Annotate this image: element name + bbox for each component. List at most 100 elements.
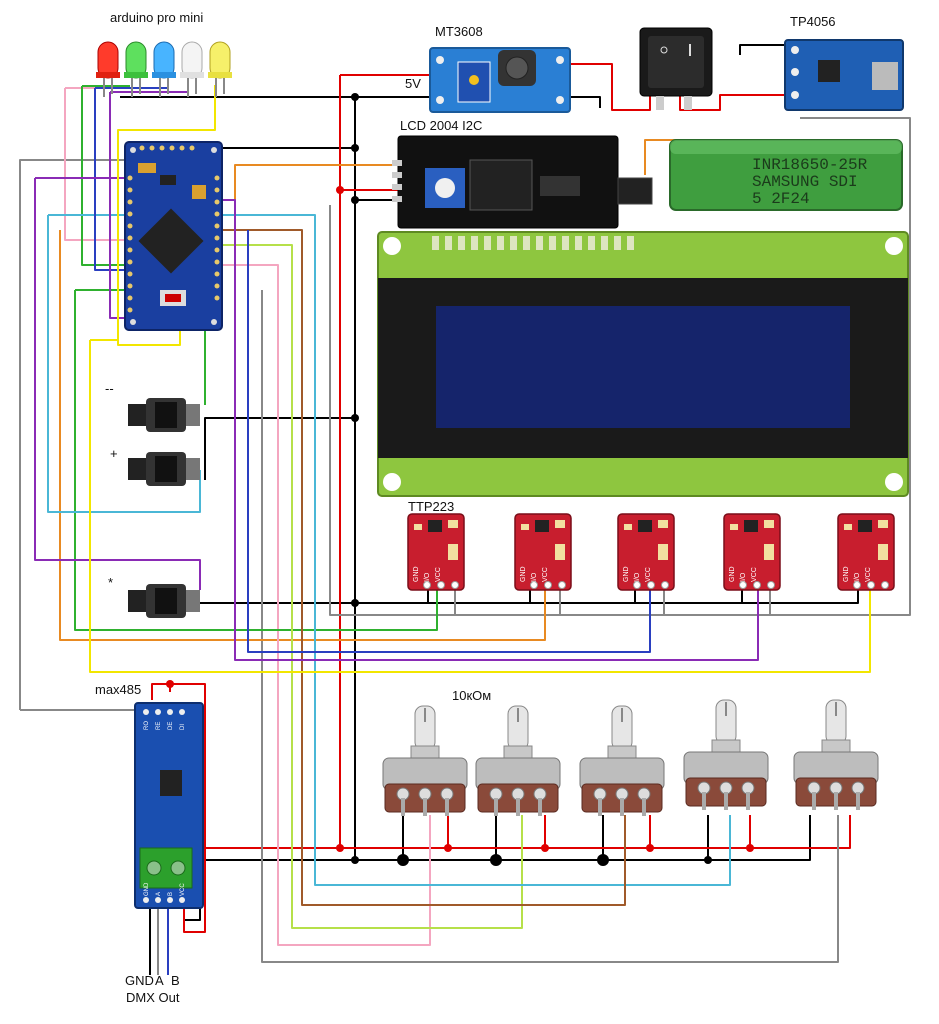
power-switch bbox=[639, 27, 713, 110]
junction-dot bbox=[351, 144, 359, 152]
lcd-header-pin bbox=[601, 236, 608, 250]
junction-dot bbox=[336, 186, 344, 194]
ttp223-pin-label: VCC bbox=[645, 567, 652, 582]
junction-dot bbox=[490, 854, 502, 866]
ttp223-pin-label: VCC bbox=[542, 567, 549, 582]
lcd-header-pin bbox=[523, 236, 530, 250]
wire-black bbox=[355, 815, 811, 861]
max485-pin-label: GND bbox=[144, 882, 150, 896]
potentiometer bbox=[683, 699, 769, 810]
wire-brown bbox=[222, 229, 626, 906]
button-plus-label: + bbox=[110, 446, 118, 461]
battery-18650: INR18650-25R SAMSUNG SDI 5 2F24 bbox=[669, 139, 903, 211]
junction-dot bbox=[444, 844, 452, 852]
wire-green bbox=[74, 290, 438, 631]
ttp223-pin bbox=[867, 581, 875, 589]
button-minus-label: -- bbox=[105, 381, 114, 396]
led-green bbox=[124, 41, 148, 97]
potentiometer bbox=[579, 705, 665, 816]
pot-value-label: 10кОм bbox=[452, 688, 491, 703]
tp4056-module bbox=[784, 39, 904, 111]
ttp223-pin bbox=[544, 581, 552, 589]
wire-purple bbox=[222, 199, 759, 661]
lcd-header-pin bbox=[445, 236, 452, 250]
wire-blue bbox=[94, 88, 125, 271]
button-plus bbox=[128, 452, 200, 486]
tp4056-label: TP4056 bbox=[790, 14, 836, 29]
max485-pin-label: VCC bbox=[180, 883, 186, 896]
potentiometer-group bbox=[382, 699, 879, 816]
wire-cyan bbox=[47, 215, 201, 513]
ttp223-pin bbox=[647, 581, 655, 589]
max485-pin-label: RE bbox=[156, 722, 162, 730]
lcd-header-pin bbox=[549, 236, 556, 250]
junction-dot bbox=[746, 844, 754, 852]
ttp223-pin bbox=[661, 581, 669, 589]
ttp223-pin bbox=[753, 581, 761, 589]
junction-dot bbox=[646, 844, 654, 852]
potentiometer bbox=[382, 705, 468, 816]
wire-purple bbox=[109, 92, 125, 319]
junction-dot bbox=[597, 854, 609, 866]
junction-dot bbox=[704, 856, 712, 864]
ttp223-pin bbox=[558, 581, 566, 589]
wire-yellow bbox=[89, 340, 871, 673]
potentiometer bbox=[793, 699, 879, 810]
ttp223-pin bbox=[767, 581, 775, 589]
gnd-label: GND bbox=[125, 973, 154, 988]
ttp223-pin bbox=[437, 581, 445, 589]
led-blue bbox=[152, 41, 176, 97]
junction-dot bbox=[351, 599, 359, 607]
wire-gray bbox=[261, 290, 839, 963]
lcd-header-pin bbox=[562, 236, 569, 250]
ttp223-sensor: GND I/O VCC bbox=[723, 513, 781, 591]
five-volt-label: 5V bbox=[405, 76, 421, 91]
ttp223-pin bbox=[451, 581, 459, 589]
lcd-i2c-backpack bbox=[392, 135, 653, 229]
max485-pin-label: B bbox=[168, 892, 174, 896]
ttp223-pin-label: VCC bbox=[751, 567, 758, 582]
wire-red bbox=[151, 683, 170, 700]
ttp223-pin-label: GND bbox=[729, 566, 736, 582]
ttp223-pin-label: I/O bbox=[740, 572, 747, 582]
lcd-header-pin bbox=[458, 236, 465, 250]
lcd-2004-display bbox=[377, 231, 909, 497]
ttp223-pin bbox=[853, 581, 861, 589]
wire-yellow bbox=[117, 85, 216, 346]
max485-pin-label: DI bbox=[180, 724, 186, 730]
a-label: A bbox=[155, 973, 164, 988]
potentiometer bbox=[475, 705, 561, 816]
battery-text-2: SAMSUNG SDI bbox=[752, 173, 858, 191]
wire-blue bbox=[247, 230, 651, 653]
ttp223-pin-label: VCC bbox=[435, 567, 442, 582]
wire-black bbox=[739, 44, 790, 55]
led-white bbox=[180, 41, 204, 97]
junction-dot bbox=[541, 844, 549, 852]
ttp223-pin-label: I/O bbox=[531, 572, 538, 582]
button-star bbox=[128, 584, 200, 618]
wire-black bbox=[570, 96, 601, 108]
max485-pin-label: DE bbox=[168, 722, 174, 730]
lcd-header-pin bbox=[471, 236, 478, 250]
mt3608-module bbox=[429, 47, 571, 113]
max485-pin-label: RO bbox=[144, 721, 150, 730]
wire-pink bbox=[64, 88, 125, 241]
lcd-header-pin bbox=[510, 236, 517, 250]
lcd-header-pin bbox=[484, 236, 491, 250]
arduino-label: arduino pro mini bbox=[110, 10, 203, 25]
mt3608-label: MT3608 bbox=[435, 24, 483, 39]
battery-text-1: INR18650-25R bbox=[752, 156, 868, 174]
junction-dot bbox=[351, 856, 359, 864]
led-red bbox=[96, 41, 120, 97]
ttp223-pin-label: GND bbox=[623, 566, 630, 582]
wire-red bbox=[570, 63, 651, 111]
wire-purple bbox=[34, 178, 201, 590]
junction-dot bbox=[351, 196, 359, 204]
button-minus bbox=[128, 398, 200, 432]
lcd-header-pin bbox=[536, 236, 543, 250]
